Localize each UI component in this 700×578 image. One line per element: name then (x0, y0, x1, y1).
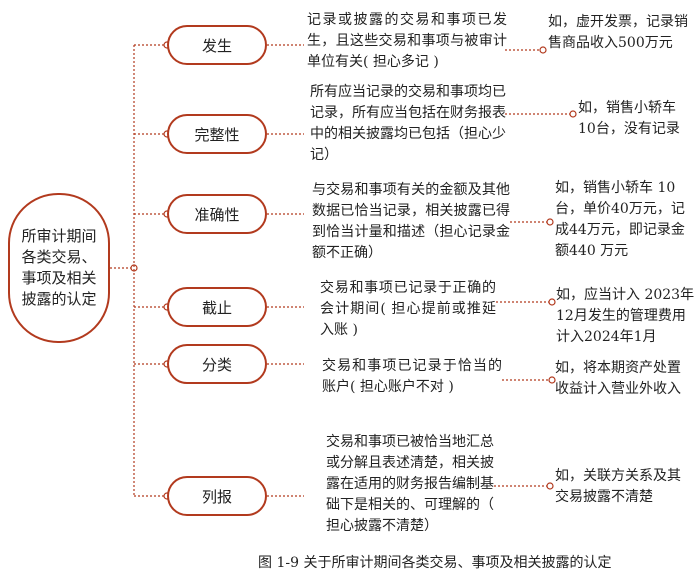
assertion-node-classification: 分类 (167, 344, 267, 384)
assertion-example-completeness: 如，销售小轿车10台，没有记录 (578, 100, 680, 137)
assertion-node-occurrence: 发生 (167, 25, 267, 65)
example-connector-dot (548, 298, 556, 306)
assertion-example-cutoff: 如，应当计入 2023年12月发生的管理费用计入2024年1月 (556, 287, 695, 345)
assertion-example-occurrence: 如，虚开发票，记录销售商品收入500万元 (548, 14, 688, 51)
assertion-name: 列报 (201, 487, 232, 506)
assertion-node-completeness: 完整性 (167, 114, 267, 154)
example-connector-dot (569, 110, 577, 118)
example-connector-dot (548, 376, 556, 384)
root-node: 所审计期间各类交易、事项及相关披露的认定 (8, 193, 110, 343)
assertion-description-completeness: 所有应当记录的交易和事项均已记录，所有应当包括在财务报表中的相关披露均已包括（担… (310, 84, 506, 163)
assertion-description-cutoff: 交易和事项已记录于正确的会计期间( 担心提前或推延入账 ) (320, 280, 496, 338)
assertion-node-accuracy: 准确性 (167, 194, 267, 234)
root-label: 所审计期间各类交易、事项及相关披露的认定 (21, 227, 97, 308)
assertion-description-presentation: 交易和事项已被恰当地汇总或分解且表述清楚，相关披露在适用的财务报告编制基础下是相… (326, 434, 494, 534)
assertion-name: 分类 (201, 355, 232, 374)
assertion-description-classification: 交易和事项已记录于恰当的账户( 担心账户不对 ) (322, 358, 502, 395)
example-connector-dot (546, 482, 554, 490)
example-connector-dot (539, 46, 547, 54)
assertion-example-presentation: 如，关联方关系及其交易披露不清楚 (555, 468, 681, 505)
assertion-description-occurrence: 记录或披露的交易和事项已发生，且这些交易和事项与被审计单位有关( 担心多记 ) (307, 12, 507, 70)
example-connector-dot (546, 218, 554, 226)
assertion-example-classification: 如，将本期资产处置收益计入营业外收入 (555, 360, 681, 397)
assertion-example-accuracy: 如，销售小轿车 10台，单价40万元，记成44万元，即记录金额440 万元 (555, 180, 685, 259)
figure-caption: 图 1-9 关于所审计期间各类交易、事项及相关披露的认定 (258, 555, 612, 571)
assertion-node-cutoff: 截止 (167, 287, 267, 327)
assertion-description-accuracy: 与交易和事项有关的金额及其他数据已恰当记录，相关披露已得到恰当计量和描述（担心记… (312, 182, 510, 261)
assertion-name: 准确性 (194, 205, 240, 224)
assertion-name: 发生 (201, 36, 232, 55)
assertion-name: 截止 (201, 298, 232, 317)
assertion-node-presentation: 列报 (167, 476, 267, 516)
assertion-name: 完整性 (194, 125, 240, 144)
